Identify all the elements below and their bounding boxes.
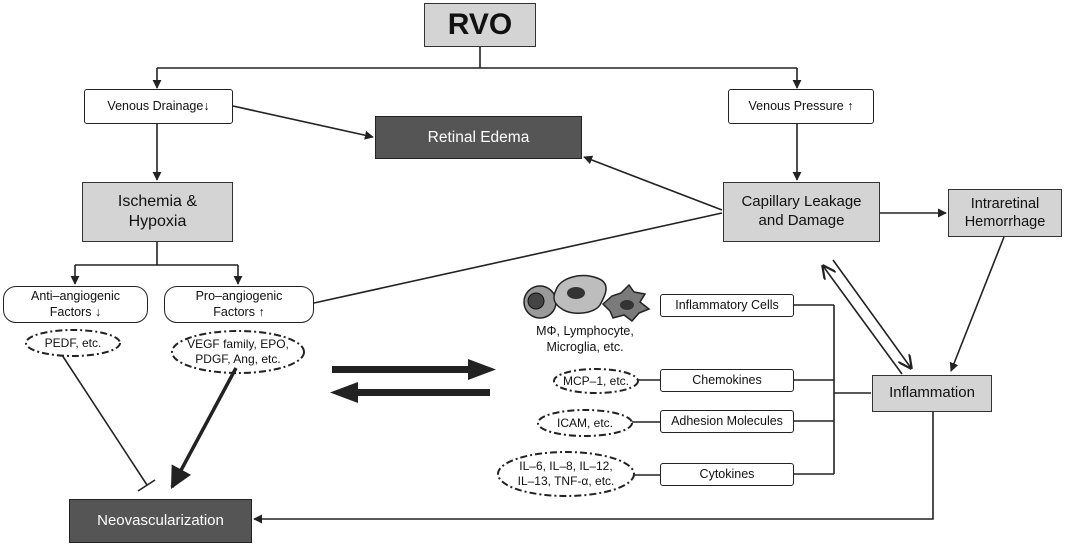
inflammatory-cells-illustration	[523, 274, 651, 323]
pedf-examples: PEDF, etc.	[26, 330, 120, 356]
pro-angiogenic-label: Pro–angiogenic Factors ↑	[195, 288, 283, 319]
rvo-node: RVO	[424, 3, 536, 47]
vegf-label: VEGF family, EPO, PDGF, Ang, etc.	[187, 337, 289, 366]
il-oval	[497, 451, 635, 497]
pedf-oval	[25, 329, 121, 357]
mediator-bracket	[794, 304, 871, 475]
icam-label: ICAM, etc.	[556, 415, 613, 430]
cytokines-node: Cytokines	[660, 463, 794, 486]
mcp-oval	[553, 368, 639, 394]
ischemia-split	[75, 242, 238, 266]
arrow-capillary-to-edema	[583, 155, 723, 211]
capillary-label: Capillary Leakage and Damage	[741, 193, 862, 229]
retinal-edema-label: Retinal Edema	[427, 128, 530, 146]
cells-caption: MΦ, Lymphocyte, Microglia, etc.	[536, 324, 634, 354]
arrow-inflammation-to-capillary	[823, 266, 903, 375]
arrow-drainage-to-edema	[232, 105, 374, 140]
hemorrhage-node: Intraretinal Hemorrhage	[948, 189, 1062, 237]
ischemia-node: Ischemia & Hypoxia	[82, 182, 233, 242]
line-pro-to-capillary	[313, 212, 723, 304]
big-arrow-right	[332, 359, 496, 380]
rvo-label: RVO	[447, 8, 513, 42]
chemokines-node: Chemokines	[660, 369, 794, 392]
venous-drainage-label: Venous Drainage↓	[107, 98, 210, 113]
pedf-label: PEDF, etc.	[44, 335, 102, 350]
mcp-label: MCP–1, etc.	[562, 373, 630, 388]
arrow-inflammation-to-neo	[253, 412, 934, 524]
big-arrow-left	[330, 382, 490, 403]
inflammatory-cells-node: Inflammatory Cells	[660, 294, 794, 317]
inhibit-pedf-to-neo	[61, 354, 148, 486]
arrow-capillary-to-inflammation	[832, 259, 911, 368]
icam-oval	[537, 409, 633, 437]
hemorrhage-label: Intraretinal Hemorrhage	[964, 195, 1046, 230]
adhesion-label: Adhesion Molecules	[671, 413, 783, 428]
retinal-edema-node: Retinal Edema	[375, 116, 582, 159]
inflammation-node: Inflammation	[872, 375, 992, 412]
capillary-node: Capillary Leakage and Damage	[723, 182, 880, 242]
venous-pressure-label: Venous Pressure ↑	[748, 98, 854, 113]
arrow-hemorrhage-to-inflammation	[949, 236, 1005, 372]
inflammation-label: Inflammation	[889, 384, 975, 402]
vegf-oval	[171, 330, 305, 374]
vegf-examples: VEGF family, EPO, PDGF, Ang, etc.	[172, 331, 304, 373]
cytokines-label: Cytokines	[699, 466, 755, 481]
venous-drainage-node: Venous Drainage↓	[84, 89, 233, 124]
rvo-trunk	[157, 47, 797, 69]
arrow-vegf-to-neo	[170, 367, 238, 489]
interleukin-examples: IL–6, IL–8, IL–12, IL–13, TNF-α, etc.	[498, 452, 634, 496]
anti-angiogenic-node: Anti–angiogenic Factors ↓	[3, 286, 148, 323]
pro-angiogenic-node: Pro–angiogenic Factors ↑	[164, 286, 314, 323]
adhesion-node: Adhesion Molecules	[660, 410, 794, 433]
ischemia-label: Ischemia & Hypoxia	[117, 193, 198, 230]
anti-angiogenic-label: Anti–angiogenic Factors ↓	[31, 288, 120, 319]
mcp-examples: MCP–1, etc.	[554, 369, 638, 393]
inflammatory-cells-label: Inflammatory Cells	[675, 297, 779, 312]
icam-examples: ICAM, etc.	[538, 410, 632, 436]
chemokines-label: Chemokines	[692, 372, 762, 387]
inhibit-bar	[137, 479, 156, 492]
venous-pressure-node: Venous Pressure ↑	[728, 89, 874, 124]
neovascularization-label: Neovascularization	[97, 511, 224, 529]
interleukin-label: IL–6, IL–8, IL–12, IL–13, TNF-α, etc.	[517, 459, 615, 488]
neovascularization-node: Neovascularization	[69, 499, 252, 543]
